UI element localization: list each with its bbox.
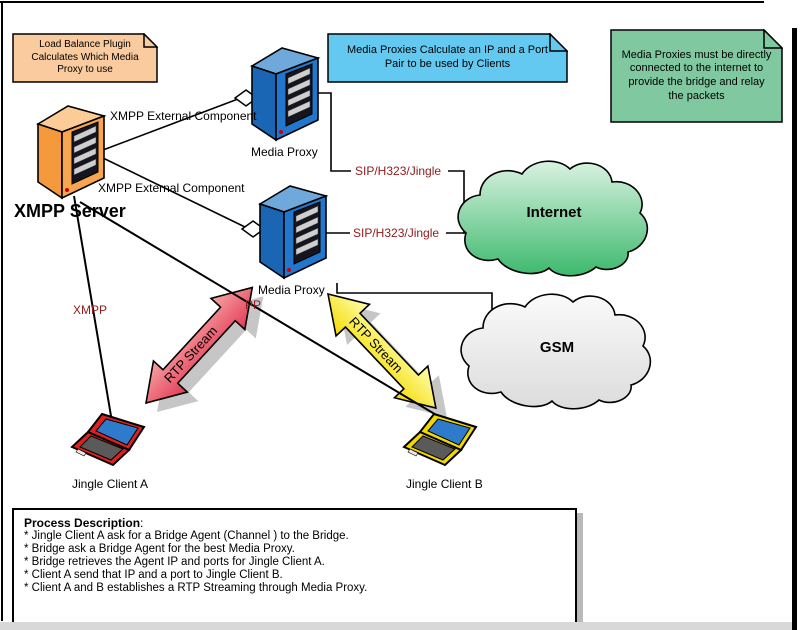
power-led-icon [65,188,69,192]
sip-jingle-1-label: SIP/H323/Jingle [355,164,442,178]
note-load-balance: Load Balance Plugin Calculates Which Med… [12,33,158,83]
rtp-arrow-red: RTP Stream [144,286,254,405]
media-proxy-1-label: Media Proxy [251,145,318,159]
process-description-box: Process Description: * Jingle Client A a… [12,508,577,630]
right-edge-bar[interactable] [792,28,797,630]
note-shape [327,33,568,83]
rtp-arrow-red-shadow [157,296,264,412]
xmpp-edge-label: XMPP [73,303,108,317]
jingle-client-b-label: Jingle Client B [406,477,483,491]
note-load-balance-text: Load Balance Plugin Calculates Which Med… [31,39,139,76]
media-proxy-1-icon [250,47,321,142]
connector-lines [73,92,493,429]
note-fold-icon [763,29,783,49]
xmpp-server-icon [36,105,107,200]
power-led-icon [287,268,291,272]
process-title-colon: : [140,516,144,530]
note-fold-icon [549,33,568,52]
jingle-client-b-icon [402,412,478,467]
gsm-label: GSM [539,339,575,356]
bottom-strip [0,622,792,630]
process-item: * Client A send that IP and a port to Ji… [24,569,283,582]
xmpp-external-component-1-label: XMPP External Component [110,109,257,123]
internet-cloud [457,160,649,277]
media-proxy-2-icon [258,185,329,280]
power-led-icon [279,130,283,134]
rtp-arrow-yellow: RTP Stream [326,292,437,410]
internet-label: Internet [526,204,582,221]
process-item: * Bridge ask a Bridge Agent for the best… [24,543,295,556]
jingle-client-a-label: Jingle Client A [72,477,149,491]
note-proxies-ip-text: Media Proxies Calculate an IP and a Port… [347,44,548,70]
note-proxies-internet: Media Proxies must be directly connected… [610,29,783,123]
jingle-client-a-icon [70,412,146,467]
process-title-row: Process Description: [24,516,565,530]
page-border-top [0,1,764,3]
xmpp-server-label: XMPP Server [14,201,126,221]
sip-jingle-2-label: SIP/H323/Jingle [353,226,440,240]
process-item: * Bridge retrieves the Agent IP and port… [24,556,325,569]
gsm-cloud [460,293,652,410]
note-shape [12,33,158,83]
edge-sip1-a [316,92,351,172]
edge-xmpp-client-a [73,195,113,423]
process-title: Process Description [24,516,141,530]
note-shape [610,29,783,123]
process-item: * Client A and B establishes a RTP Strea… [24,581,368,594]
edge-xmpp-ext-1 [102,98,239,151]
xmpp-external-component-2-label: XMPP External Component [98,181,245,195]
edge-xmpp-client-b [79,201,459,429]
xmpp-partial-label: PP [245,298,262,312]
page-border-left [1,1,3,621]
edge-xmpp-ext-2 [102,157,246,228]
note-proxies-internet-text: Media Proxies must be directly connected… [621,48,772,102]
note-proxies-ip: Media Proxies Calculate an IP and a Port… [327,33,568,83]
note-fold-icon [143,33,158,48]
media-proxy-2-label: Media Proxy [258,283,325,297]
process-item: * Jingle Client A ask for a Bridge Agent… [24,530,349,543]
